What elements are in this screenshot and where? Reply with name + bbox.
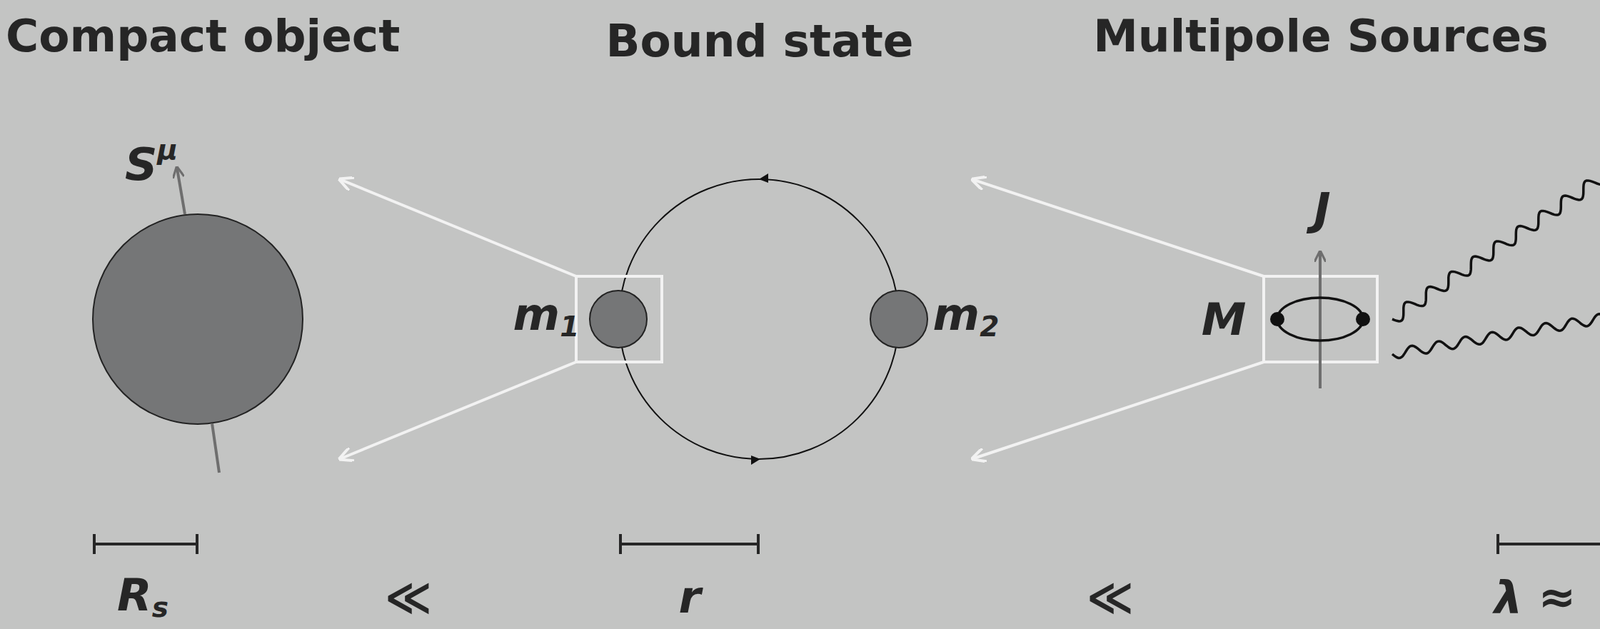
spin-arrow: [177, 168, 185, 215]
label-text: M: [1201, 293, 1247, 346]
length-scale: λ ≈: [1494, 574, 1577, 620]
subscript: s: [152, 591, 169, 624]
point-mass: [1270, 312, 1285, 327]
wave-line: [1392, 314, 1600, 359]
label-text: ≪: [1086, 571, 1134, 624]
label-text: J: [1313, 182, 1331, 235]
subscript: 2: [979, 310, 999, 343]
label-text: m: [933, 288, 981, 341]
label-text: R: [117, 569, 153, 622]
subscript: 1: [559, 310, 580, 343]
much-less-symbol: ≪: [1086, 574, 1134, 620]
mass-label: m2: [933, 292, 1000, 342]
mass-label: M: [1201, 297, 1247, 342]
label-text: Bound state: [605, 14, 914, 68]
length-scale: r: [678, 574, 701, 620]
label-text: ≪: [384, 571, 432, 624]
panel-title: Multipole Sources: [1093, 13, 1549, 59]
superscript: μ: [157, 133, 178, 166]
mass-2: [870, 290, 928, 348]
spin-axis: [212, 423, 220, 473]
spin-label: Sμ: [124, 135, 178, 188]
mass-label: m1: [513, 292, 580, 342]
panel-title: Bound state: [605, 18, 914, 64]
mass-1: [589, 290, 647, 348]
label-text: Compact object: [5, 9, 400, 63]
zoom-line: [341, 361, 577, 459]
label-text: λ ≈: [1494, 571, 1577, 624]
zoom-line: [973, 179, 1264, 277]
wave-line: [1392, 180, 1600, 322]
much-less-symbol: ≪: [384, 574, 432, 620]
angular-momentum-label: J: [1313, 186, 1331, 232]
zoom-line: [341, 179, 577, 277]
orbit-arrow: [751, 455, 761, 465]
zoom-line: [973, 361, 1264, 459]
angular-momentum-arrow: [1318, 252, 1322, 389]
length-scale: Rs: [117, 572, 169, 622]
zoom-box: [576, 276, 662, 362]
label-text: Multipole Sources: [1093, 9, 1549, 63]
label-text: r: [678, 571, 701, 624]
binary-orbit: [1277, 297, 1363, 341]
label-text: S: [124, 138, 158, 191]
orbit-arrow: [758, 173, 769, 183]
compact-object: [92, 214, 303, 425]
scale-bar: [94, 534, 1600, 555]
panel-title: Compact object: [5, 13, 400, 59]
point-mass: [1355, 312, 1371, 327]
label-text: m: [513, 288, 561, 341]
